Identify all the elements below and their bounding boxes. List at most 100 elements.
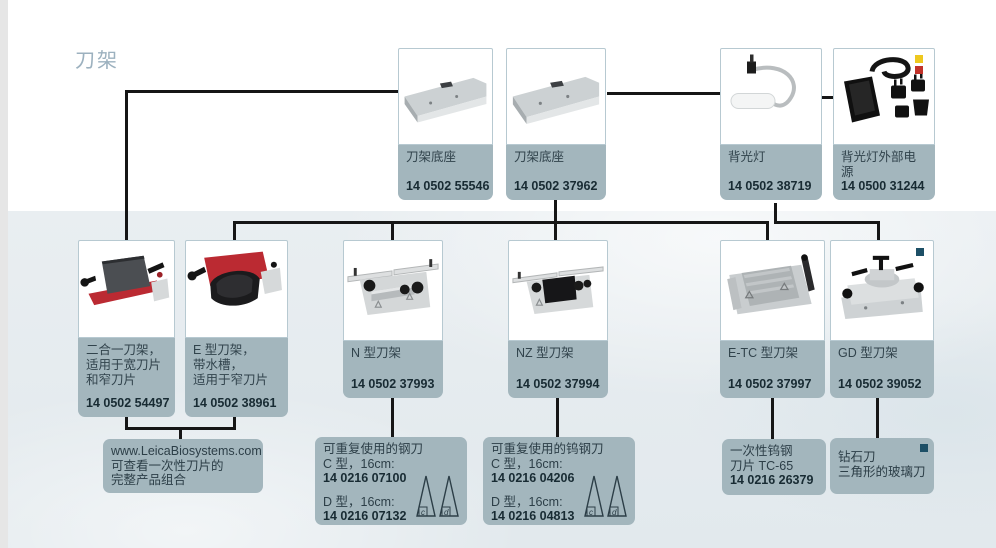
connector-line bbox=[125, 90, 402, 93]
knife-profile-icons: c d bbox=[416, 475, 459, 517]
note-title: 可重复使用的钨钢刀 bbox=[491, 442, 604, 456]
product-name: 带水槽， bbox=[193, 358, 244, 372]
two-in-one-holder-image bbox=[80, 255, 170, 306]
knife-holder-base-image bbox=[512, 76, 600, 124]
page-title: 刀架 bbox=[75, 50, 119, 72]
note-text: C 型，16cm: bbox=[323, 456, 395, 471]
note-text: 钻石刀 bbox=[838, 450, 876, 464]
legend-square-teal bbox=[916, 248, 924, 256]
note-title: 可重复使用的钢刀 bbox=[323, 442, 424, 456]
product-box-backlight: 背光灯 14 0502 38719 bbox=[720, 48, 822, 200]
connector-line bbox=[233, 221, 769, 224]
connector-line bbox=[233, 221, 236, 240]
product-number: 14 0502 55546 bbox=[406, 179, 490, 193]
product-label: E 型刀架， 带水槽， 适用于窄刀片 14 0502 38961 bbox=[185, 338, 288, 417]
backlight-photo bbox=[720, 48, 822, 145]
note-disposable-blades: 一次性钨钢 刀片 TC-65 14 0216 26379 bbox=[722, 439, 826, 495]
product-box-etc-type: E-TC 型刀架 14 0502 37997 bbox=[720, 240, 825, 398]
knife-holder-base-image bbox=[404, 77, 487, 123]
product-label: GD 型刀架 14 0502 39052 bbox=[830, 341, 934, 398]
product-label: E-TC 型刀架 14 0502 37997 bbox=[720, 341, 825, 398]
gd-type-holder-image bbox=[841, 255, 924, 320]
product-number: 14 0502 39052 bbox=[838, 377, 922, 391]
product-label: 二合一刀架， 适用于宽刀片 和窄刀片 14 0502 54497 bbox=[78, 338, 175, 417]
product-number: 14 0502 54497 bbox=[86, 396, 170, 410]
product-number: 14 0500 31244 bbox=[841, 179, 925, 193]
product-name: E 型刀架， bbox=[193, 343, 255, 357]
connector-line bbox=[771, 395, 774, 439]
connector-line bbox=[822, 96, 834, 99]
product-label: 背光灯 14 0502 38719 bbox=[720, 145, 822, 200]
product-box-n-type: N 型刀架 14 0502 37993 bbox=[343, 240, 443, 398]
connector-line bbox=[607, 92, 721, 95]
product-box-gd-type: GD 型刀架 14 0502 39052 bbox=[830, 240, 934, 398]
note-text: C 型，16cm: bbox=[491, 456, 563, 471]
note-text: 完整产品组合 bbox=[111, 473, 187, 487]
two-in-one-holder-photo bbox=[78, 240, 175, 338]
n-type-holder-image bbox=[347, 259, 439, 315]
connector-line bbox=[125, 417, 128, 430]
product-name: 二合一刀架， bbox=[86, 343, 162, 357]
product-number: 14 0502 37993 bbox=[351, 377, 435, 391]
product-number: 14 0216 04813 bbox=[491, 509, 575, 523]
knife-profile-icons: c d bbox=[584, 475, 627, 517]
product-number: 14 0502 38961 bbox=[193, 396, 277, 410]
note-text: 三角形的玻璃刀 bbox=[838, 464, 926, 479]
e-type-holder-image bbox=[187, 251, 282, 306]
product-number: 14 0502 37997 bbox=[728, 377, 812, 391]
connector-line bbox=[391, 397, 394, 438]
product-box-nz-type: NZ 型刀架 14 0502 37994 bbox=[508, 240, 608, 398]
connector-line bbox=[179, 427, 182, 439]
product-box-e-type: E 型刀架， 带水槽， 适用于窄刀片 14 0502 38961 bbox=[185, 240, 288, 417]
knife-d-icon-label: d bbox=[612, 508, 617, 517]
product-box-base-55546: 刀架底座 14 0502 55546 bbox=[398, 48, 493, 200]
product-name: 刀架底座 bbox=[406, 150, 457, 164]
product-box-psu: 背光灯外部电源 14 0500 31244 bbox=[833, 48, 935, 200]
product-box-two-in-one: 二合一刀架， 适用于宽刀片 和窄刀片 14 0502 54497 bbox=[78, 240, 175, 417]
note-diamond-knife: 钻石刀 三角形的玻璃刀 bbox=[830, 438, 934, 494]
product-number: 14 0216 07132 bbox=[323, 509, 407, 523]
left-edge-strip bbox=[0, 0, 8, 548]
connector-line bbox=[125, 90, 128, 240]
connector-line bbox=[876, 395, 879, 439]
product-name: N 型刀架 bbox=[351, 346, 402, 360]
note-tungsten-knives: 可重复使用的钨钢刀 C 型，16cm: 14 0216 04206 D 型，16… bbox=[483, 437, 635, 525]
connector-line bbox=[556, 397, 559, 438]
product-label: 刀架底座 14 0502 55546 bbox=[398, 145, 493, 200]
backlight-image bbox=[730, 54, 796, 109]
connector-line bbox=[233, 417, 236, 430]
note-text: 可查看一次性刀片的 bbox=[111, 458, 224, 473]
product-name: 和窄刀片 bbox=[86, 373, 137, 387]
connector-line bbox=[774, 203, 777, 224]
connector-line bbox=[766, 221, 769, 240]
knife-d-icon-label: d bbox=[444, 508, 449, 517]
product-number: 14 0502 37962 bbox=[514, 179, 598, 193]
note-text: 一次性钨钢 bbox=[730, 444, 793, 458]
product-label: 背光灯外部电源 14 0500 31244 bbox=[833, 145, 935, 200]
legend-square-teal bbox=[920, 444, 928, 452]
note-steel-knives: 可重复使用的钢刀 C 型，16cm: 14 0216 07100 D 型，16c… bbox=[315, 437, 467, 525]
product-name: 背光灯外部电源 bbox=[841, 150, 917, 179]
gd-type-holder-photo bbox=[830, 240, 934, 341]
product-box-base-37962: 刀架底座 14 0502 37962 bbox=[506, 48, 606, 200]
etc-type-holder-image bbox=[727, 254, 815, 315]
power-supply-photo bbox=[833, 48, 935, 145]
power-supply-image bbox=[844, 57, 929, 123]
legend-square-yellow bbox=[915, 55, 923, 63]
knife-holder-base-photo bbox=[506, 48, 606, 145]
connector-line bbox=[877, 221, 880, 240]
legend-square-red bbox=[915, 66, 923, 74]
product-label: NZ 型刀架 14 0502 37994 bbox=[508, 341, 608, 398]
note-text: D 型，16cm: bbox=[491, 494, 563, 509]
product-name: NZ 型刀架 bbox=[516, 346, 574, 360]
connector-line bbox=[774, 221, 880, 224]
product-name: 适用于宽刀片 bbox=[86, 358, 162, 372]
product-number: 14 0216 04206 bbox=[491, 471, 575, 485]
knife-c-icon-label: c bbox=[589, 508, 593, 517]
product-number: 14 0216 07100 bbox=[323, 471, 407, 485]
nz-type-holder-image bbox=[512, 266, 604, 315]
etc-type-holder-photo bbox=[720, 240, 825, 341]
product-number: 14 0502 37994 bbox=[516, 377, 600, 391]
note-text: 刀片 TC-65 bbox=[730, 458, 794, 473]
